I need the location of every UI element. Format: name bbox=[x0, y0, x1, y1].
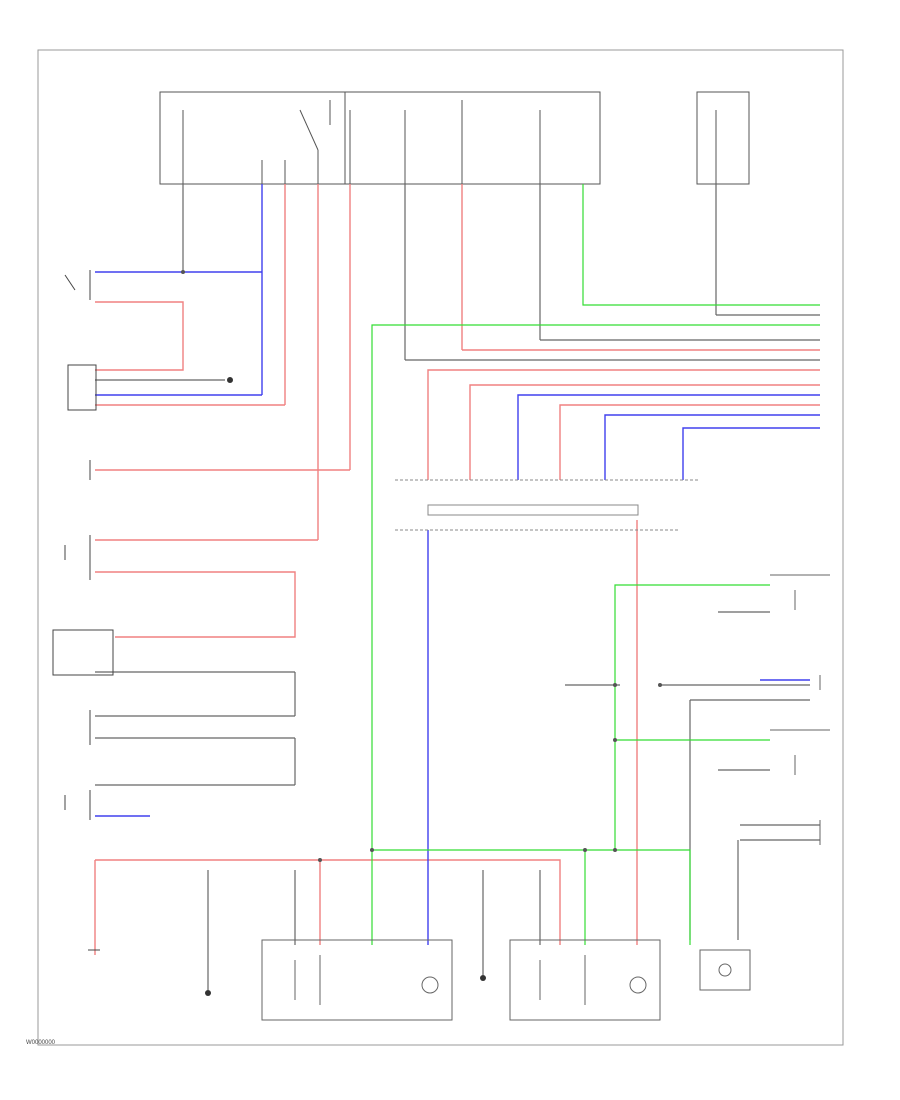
right-rear-combination-lamp bbox=[509, 939, 661, 1021]
left-switches bbox=[52, 270, 114, 951]
right-lamp-connectors bbox=[770, 574, 830, 845]
joint-connector bbox=[395, 479, 700, 531]
diagram-frame bbox=[37, 49, 844, 1046]
ground-symbols bbox=[205, 377, 486, 996]
splice-dots bbox=[181, 270, 662, 862]
diagram-id-code: W0000000 bbox=[26, 1040, 56, 1046]
wires-blue bbox=[95, 184, 820, 945]
fuse-box-right bbox=[696, 91, 750, 185]
wires-red bbox=[94, 184, 820, 955]
wires-green bbox=[371, 184, 820, 945]
left-rear-combination-lamp bbox=[261, 939, 453, 1021]
fuse-relay-box-main bbox=[159, 91, 601, 185]
license-plate-lamp bbox=[699, 949, 751, 991]
